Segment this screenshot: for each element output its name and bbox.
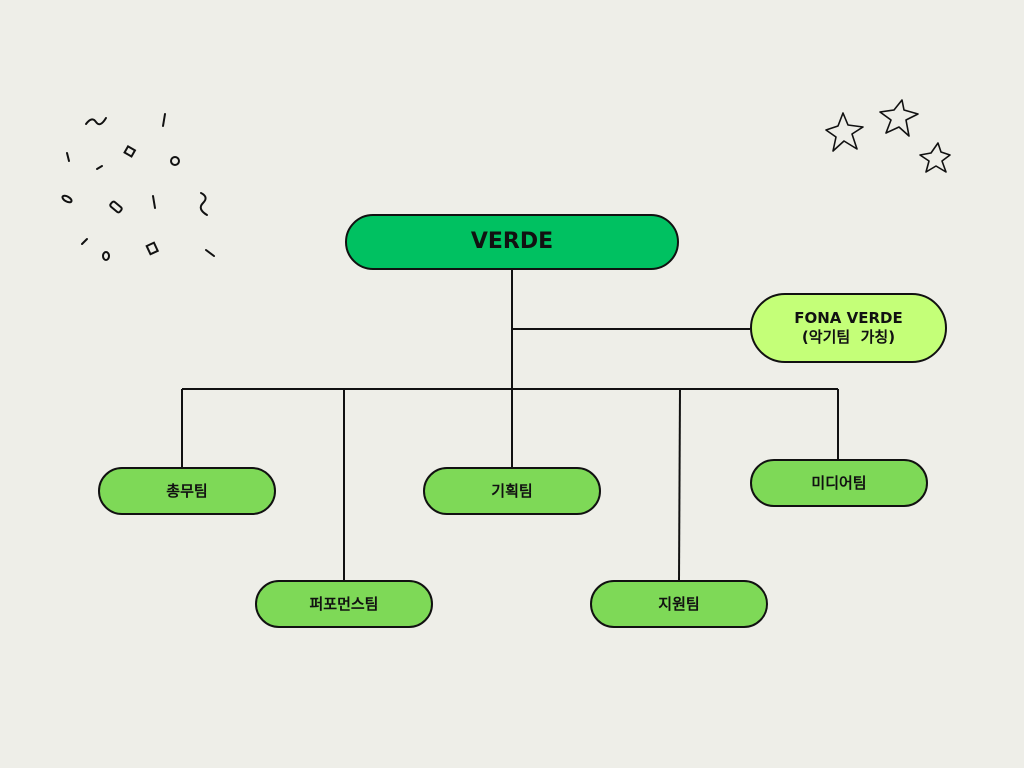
team-node-media: 미디어팀 bbox=[750, 459, 928, 507]
team-node-support: 지원팀 bbox=[590, 580, 768, 628]
root-node-verde: VERDE bbox=[345, 214, 679, 270]
root-node-label: VERDE bbox=[470, 229, 554, 255]
team-node-performance: 퍼포먼스팀 bbox=[255, 580, 433, 628]
team-node-label: 지원팀 bbox=[658, 594, 700, 613]
team-node-label: 미디어팀 bbox=[811, 473, 867, 492]
side-node-label-line2: (악기팀 가칭) bbox=[801, 328, 896, 346]
side-node-label-line1: FONA VERDE bbox=[794, 309, 903, 328]
side-node-fona-verde: FONA VERDE (악기팀 가칭) bbox=[750, 293, 947, 363]
drop-line-team-3 bbox=[678, 388, 681, 581]
team-node-general-affairs: 총무팀 bbox=[98, 467, 276, 515]
team-node-planning: 기획팀 bbox=[423, 467, 601, 515]
team-node-label: 기획팀 bbox=[491, 481, 533, 500]
star-doodles bbox=[825, 99, 951, 173]
team-node-label: 총무팀 bbox=[166, 481, 208, 500]
confetti-doodles bbox=[61, 113, 215, 261]
team-node-label: 퍼포먼스팀 bbox=[309, 594, 379, 613]
connector-lines bbox=[181, 270, 839, 581]
